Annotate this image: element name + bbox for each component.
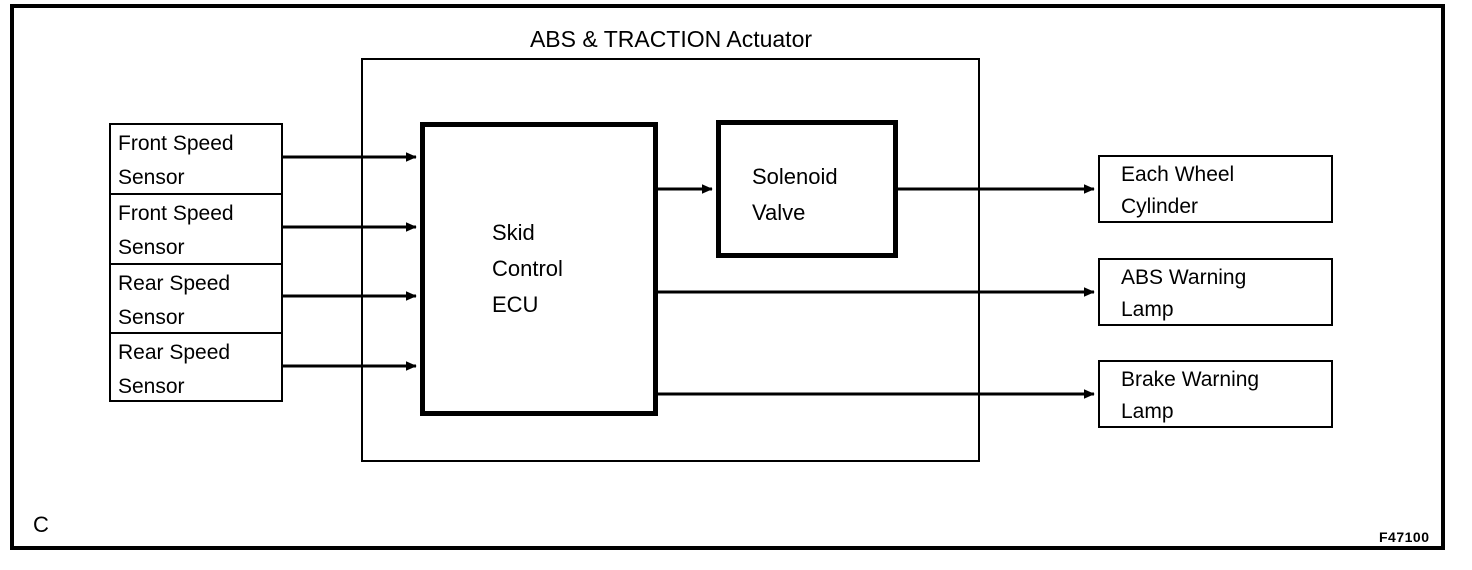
output-box-each-wheel-cylinder[interactable]: Each Wheel Cylinder bbox=[1098, 155, 1333, 223]
ecu-label-line2: Control bbox=[492, 256, 563, 281]
ecu-label-line1: Skid bbox=[492, 220, 535, 245]
sensor-box-front-speed-1[interactable]: Front Speed Sensor bbox=[111, 125, 281, 195]
output-label-line2: Lamp bbox=[1121, 298, 1174, 321]
output-label-line2: Cylinder bbox=[1121, 195, 1199, 218]
sensor-label-line1: Front Speed bbox=[118, 201, 234, 225]
figure-code: F47100 bbox=[1379, 529, 1430, 545]
output-box-brake-warning-lamp[interactable]: Brake Warning Lamp bbox=[1098, 360, 1333, 428]
solenoid-label-line1: Solenoid bbox=[752, 164, 838, 189]
output-label-line1: ABS Warning bbox=[1121, 266, 1247, 289]
ecu-label: Skid Control ECU bbox=[492, 215, 563, 323]
ecu-label-line3: ECU bbox=[492, 292, 539, 317]
sensor-label-line1: Rear Speed bbox=[118, 271, 231, 295]
output-label-line2: Lamp bbox=[1121, 400, 1174, 423]
abs-traction-actuator-container bbox=[361, 58, 980, 462]
solenoid-valve-label: Solenoid Valve bbox=[752, 159, 838, 231]
sensor-label-line1: Front Speed bbox=[118, 132, 234, 155]
page-title: ABS & TRACTION Actuator bbox=[529, 26, 813, 52]
corner-mark: C bbox=[33, 512, 49, 537]
sensor-box-rear-speed-2[interactable]: Rear Speed Sensor bbox=[111, 334, 281, 404]
sensor-label-line2: Sensor bbox=[118, 305, 185, 329]
sensor-label-line2: Sensor bbox=[118, 375, 185, 399]
sensor-label-line2: Sensor bbox=[118, 235, 185, 259]
sensor-box-front-speed-2[interactable]: Front Speed Sensor bbox=[111, 195, 281, 265]
sensor-box-rear-speed-1[interactable]: Rear Speed Sensor bbox=[111, 265, 281, 335]
outer-frame bbox=[10, 4, 1445, 550]
sensor-label-line2: Sensor bbox=[118, 166, 185, 189]
skid-control-ecu-box[interactable]: Skid Control ECU bbox=[420, 122, 658, 416]
output-label-line1: Each Wheel bbox=[1121, 163, 1235, 186]
output-label-line1: Brake Warning bbox=[1121, 368, 1260, 391]
solenoid-valve-box[interactable]: Solenoid Valve bbox=[716, 120, 898, 258]
output-box-abs-warning-lamp[interactable]: ABS Warning Lamp bbox=[1098, 258, 1333, 326]
solenoid-label-line2: Valve bbox=[752, 200, 806, 225]
sensor-label-line1: Rear Speed bbox=[118, 341, 231, 365]
speed-sensor-stack: Front Speed Sensor Front Speed Sensor Re… bbox=[109, 123, 283, 402]
